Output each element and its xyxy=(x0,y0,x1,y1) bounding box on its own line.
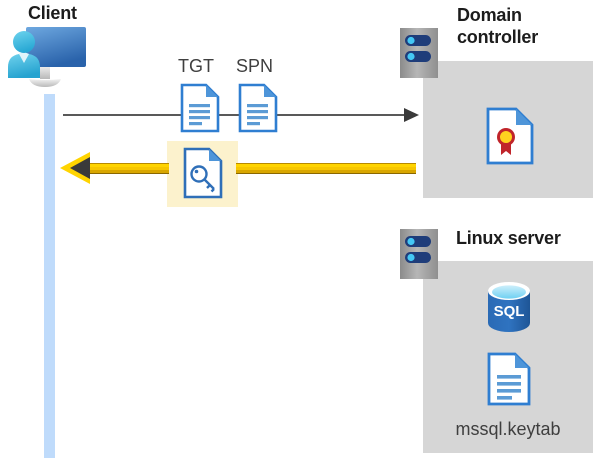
request-arrowhead-icon xyxy=(404,108,419,122)
client-user-monitor-icon xyxy=(6,24,96,96)
reply-arrowhead-icon xyxy=(70,157,90,179)
client-lifeline xyxy=(44,94,55,458)
server-rack-icon xyxy=(399,228,439,280)
spn-label: SPN xyxy=(236,56,274,76)
server-rack-icon xyxy=(399,27,439,79)
linux-server-title: Linux server xyxy=(456,228,561,248)
sql-badge-text: SQL xyxy=(494,303,525,320)
keytab-file-label: mssql.keytab xyxy=(455,419,561,439)
reply-connector-line-left xyxy=(76,163,169,174)
reply-connector-line-right xyxy=(236,163,416,174)
certificate-document-icon xyxy=(486,107,534,165)
key-document-icon xyxy=(183,147,223,199)
sql-database-icon: SQL xyxy=(484,280,534,334)
domain-controller-title: Domain controller xyxy=(457,5,539,47)
request-connector-line xyxy=(63,114,411,116)
text-document-icon xyxy=(180,83,220,133)
text-document-icon xyxy=(487,352,531,406)
client-title: Client xyxy=(28,3,77,23)
text-document-icon xyxy=(238,83,278,133)
tgt-label: TGT xyxy=(178,56,214,76)
